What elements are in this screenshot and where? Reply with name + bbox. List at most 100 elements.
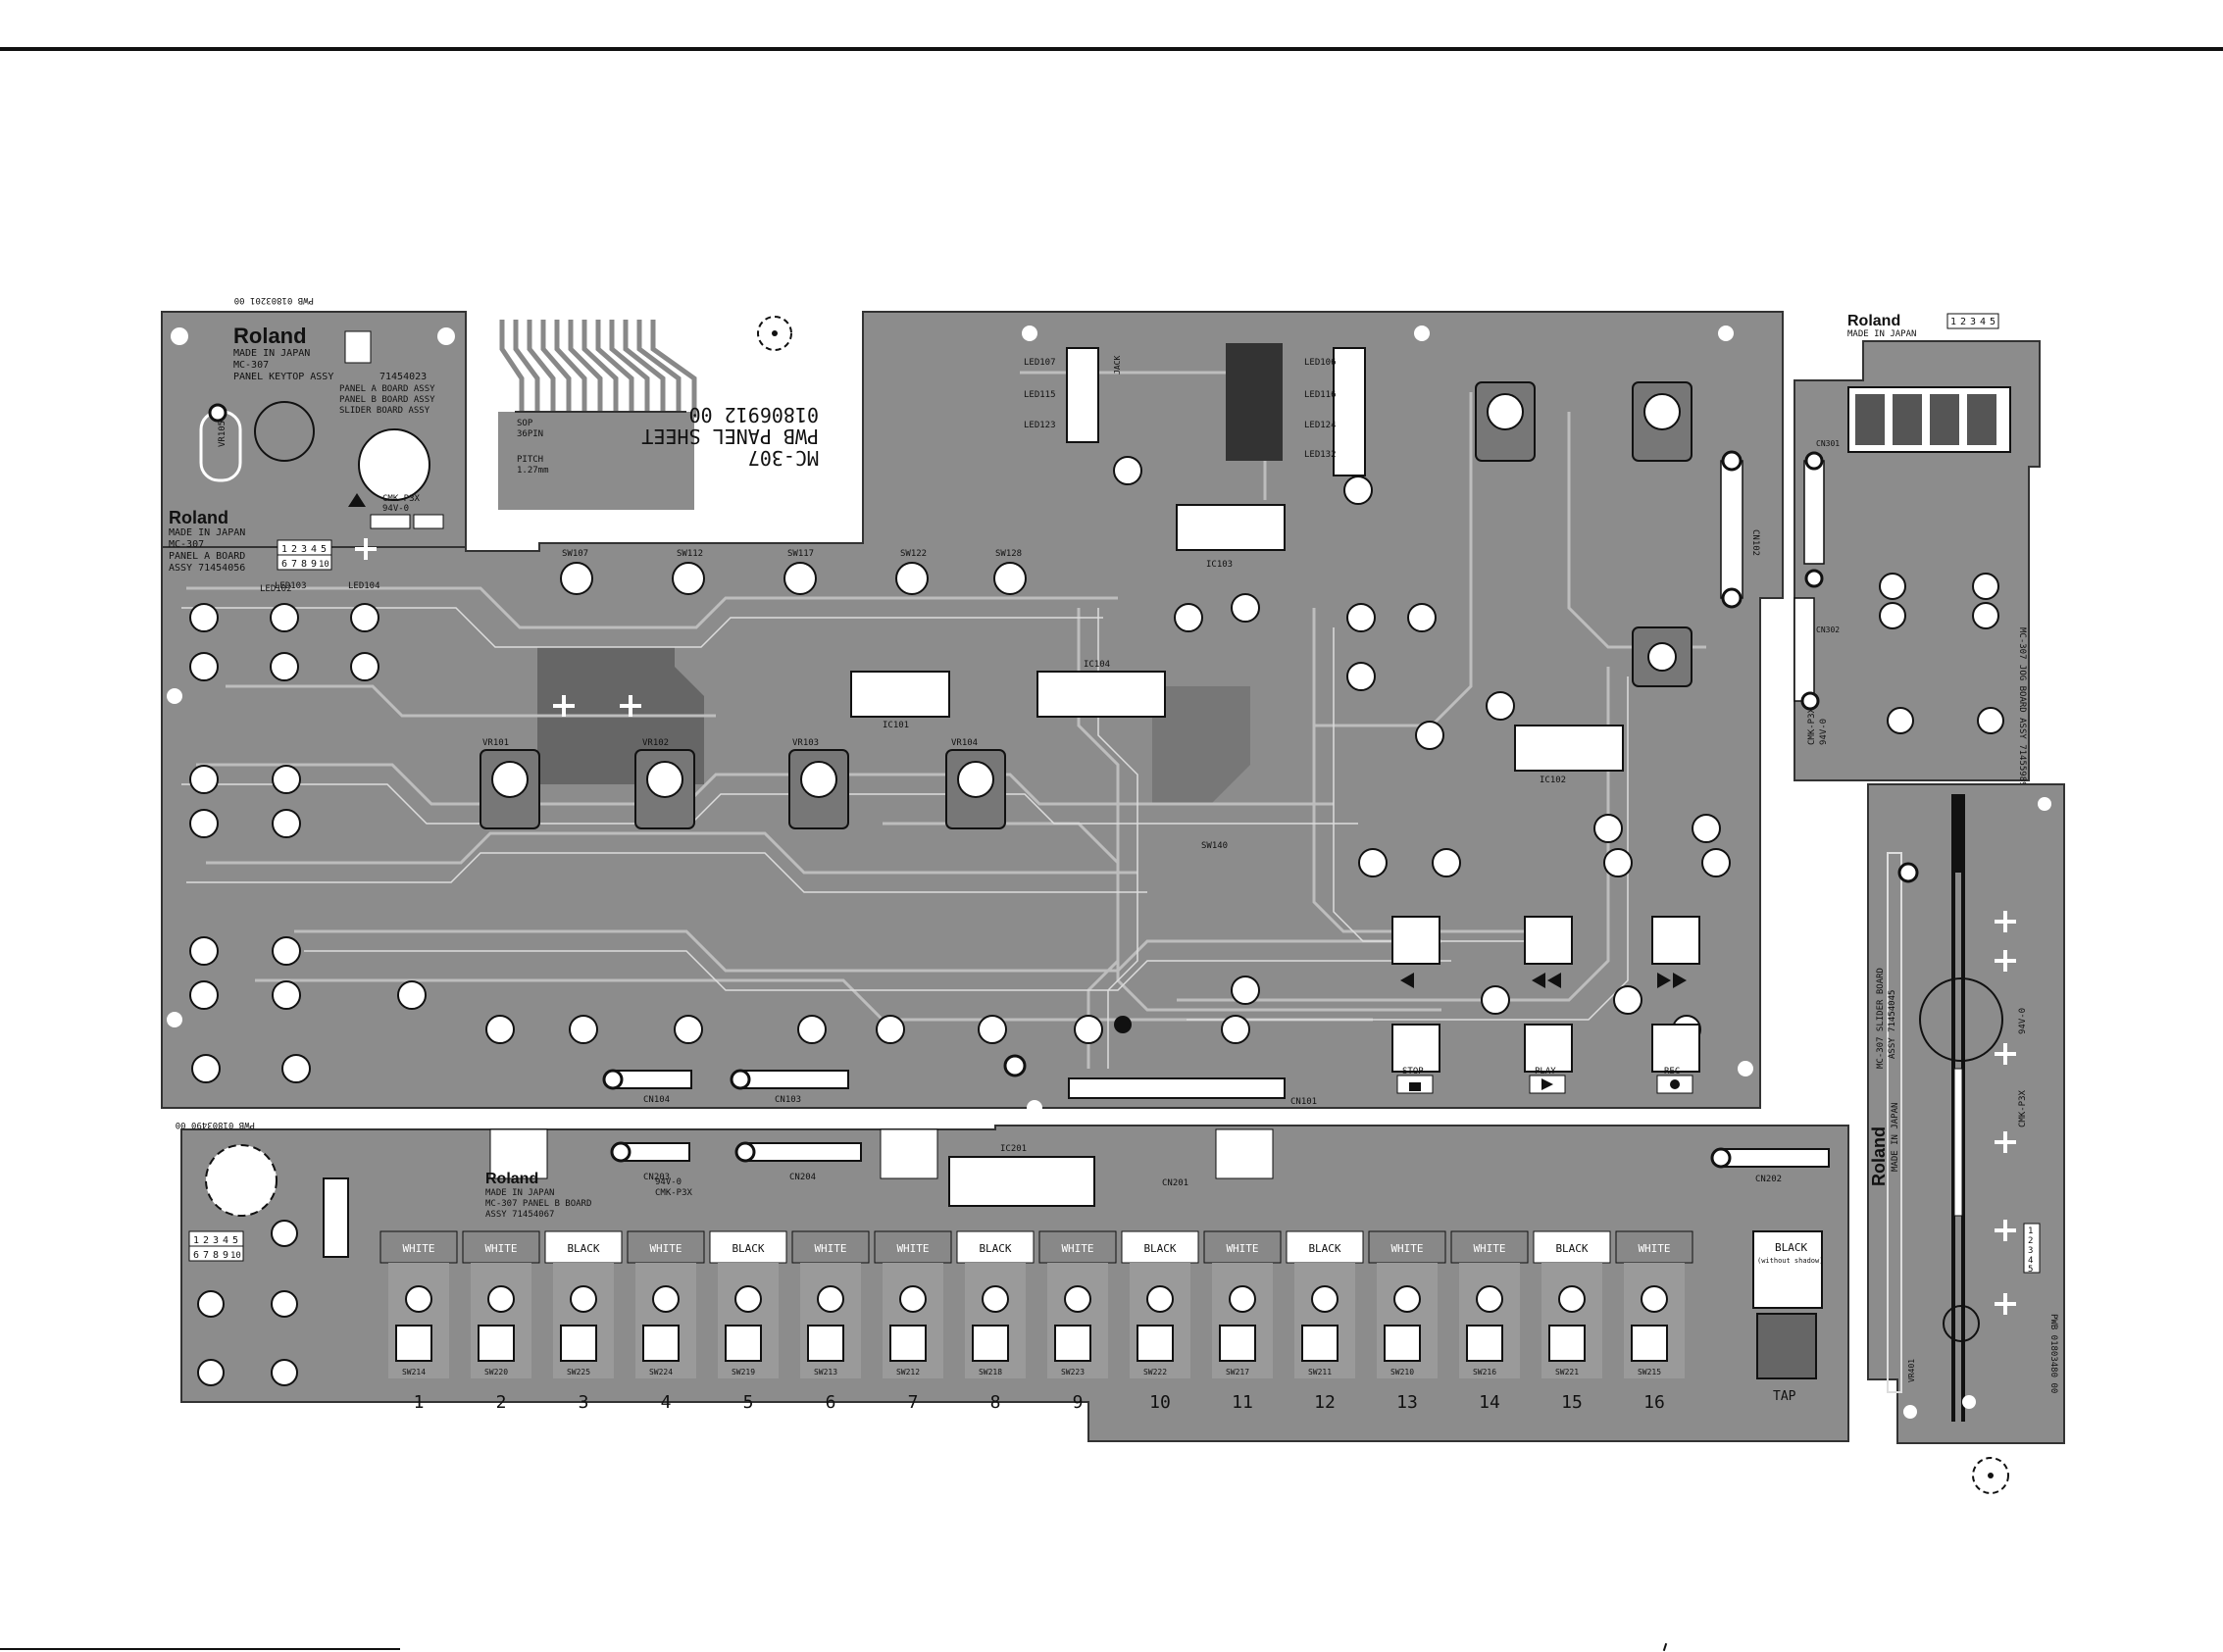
jog-rating: 94V-0 bbox=[1819, 719, 1829, 745]
ic102-label: IC102 bbox=[1540, 776, 1566, 785]
key-number: 1 bbox=[414, 1392, 425, 1413]
panel-b-made-in: MADE IN JAPAN bbox=[485, 1188, 554, 1198]
key-number: 14 bbox=[1479, 1392, 1500, 1413]
top-rule bbox=[0, 47, 2223, 51]
panel-a-brand: Roland bbox=[169, 508, 228, 527]
key-switch bbox=[1384, 1325, 1421, 1362]
led123-label: LED123 bbox=[1024, 421, 1056, 430]
key-color-label: WHITE bbox=[896, 1242, 929, 1255]
slider-brand: Roland bbox=[1869, 1126, 1889, 1186]
panel-a-grid-4: 4 bbox=[311, 544, 317, 555]
slider-assy: ASSY 71454045 bbox=[1888, 990, 1897, 1059]
key-color-box bbox=[1286, 1230, 1364, 1264]
key-color-label: BLACK bbox=[1143, 1242, 1176, 1255]
key-color-label: BLACK bbox=[567, 1242, 599, 1255]
key-color-box bbox=[1038, 1230, 1117, 1264]
sw107-label: SW107 bbox=[562, 549, 588, 559]
key-switch bbox=[1301, 1325, 1339, 1362]
key-led bbox=[734, 1285, 762, 1313]
tap-key-label: BLACK bbox=[1775, 1241, 1807, 1254]
key-color-label: WHITE bbox=[1473, 1242, 1505, 1255]
cn102-label: CN102 bbox=[1750, 529, 1760, 556]
key-led bbox=[1064, 1285, 1091, 1313]
keytop-list-2: PANEL B BOARD ASSY bbox=[339, 395, 435, 405]
key-color-label: WHITE bbox=[649, 1242, 682, 1255]
led102-label: LED102 bbox=[260, 584, 292, 594]
key-number: 11 bbox=[1232, 1392, 1253, 1413]
key-number: 8 bbox=[990, 1392, 1001, 1413]
sheet-pitch: PITCH bbox=[517, 455, 543, 465]
key-color-label: BLACK bbox=[1308, 1242, 1340, 1255]
panel-b-grid-10: 10 bbox=[230, 1251, 241, 1261]
transport-stop: STOP bbox=[1402, 1067, 1424, 1076]
slider-title: MC-307 SLIDER BOARD bbox=[1876, 968, 1886, 1069]
panel-b-grid-6: 6 bbox=[193, 1250, 199, 1261]
key-led bbox=[1641, 1285, 1668, 1313]
jog-made-in: MADE IN JAPAN bbox=[1847, 329, 1916, 339]
cn104-label: CN104 bbox=[643, 1095, 670, 1105]
key-color-box bbox=[874, 1230, 952, 1264]
panel-b-grid-4: 4 bbox=[223, 1235, 228, 1246]
key-switch bbox=[560, 1325, 597, 1362]
sw140-label: SW140 bbox=[1201, 841, 1228, 851]
key-led bbox=[817, 1285, 844, 1313]
slider-made-in: MADE IN JAPAN bbox=[1891, 1103, 1900, 1172]
led103-label: LED103 bbox=[275, 581, 307, 591]
key-led bbox=[405, 1285, 432, 1313]
key-switch bbox=[478, 1325, 515, 1362]
sw128-label: SW128 bbox=[995, 549, 1022, 559]
sw117-label: SW117 bbox=[787, 549, 814, 559]
panel-a-grid-2: 2 bbox=[291, 544, 297, 555]
panel-b-rating: 94V-0 bbox=[655, 1177, 682, 1187]
key-number: 7 bbox=[908, 1392, 919, 1413]
key-switch-label: SW210 bbox=[1390, 1368, 1414, 1377]
cn203-label: CN203 bbox=[643, 1173, 670, 1182]
key-number: 4 bbox=[661, 1392, 672, 1413]
key-switch-label: SW225 bbox=[567, 1368, 590, 1377]
key-switch bbox=[1631, 1325, 1668, 1362]
panel-b-pwb-code: PWB 01803490 00 bbox=[176, 1120, 255, 1129]
slider-board: Roland MADE IN JAPAN MC-307 SLIDER BOARD… bbox=[1867, 783, 2065, 1494]
panel-b-grid-8: 8 bbox=[213, 1250, 219, 1261]
key-led bbox=[487, 1285, 515, 1313]
key-switch bbox=[889, 1325, 927, 1362]
panel-a-material: CMK-P3X bbox=[382, 494, 421, 504]
key-switch bbox=[725, 1325, 762, 1362]
panel-a-grid-6: 6 bbox=[281, 559, 287, 570]
key-color-box bbox=[956, 1230, 1035, 1264]
jog-number-grid: 1 2 3 4 5 bbox=[1946, 313, 1999, 329]
jog-cn302: CN302 bbox=[1816, 626, 1840, 634]
key-color-box bbox=[627, 1230, 705, 1264]
key-number: 15 bbox=[1561, 1392, 1583, 1413]
key-led bbox=[899, 1285, 927, 1313]
tap-label: TAP bbox=[1773, 1389, 1796, 1404]
panel-b-grid-2: 2 bbox=[203, 1235, 209, 1246]
key-color-label: BLACK bbox=[1555, 1242, 1588, 1255]
panel-a-grid-10: 10 bbox=[319, 560, 329, 570]
panel-a-grid-1: 1 bbox=[281, 544, 287, 555]
key-switch-label: SW219 bbox=[732, 1368, 755, 1377]
panel-b-grid-5: 5 bbox=[232, 1235, 238, 1246]
panel-sheet-area: SOP 36PIN PITCH 1.27mm MC-307 PWB PANEL … bbox=[498, 314, 819, 510]
key-switch bbox=[1548, 1325, 1586, 1362]
panel-a-grid-8: 8 bbox=[301, 559, 307, 570]
vr104-label: VR104 bbox=[951, 738, 978, 748]
key-number: 10 bbox=[1149, 1392, 1171, 1413]
led104-label: LED104 bbox=[348, 581, 380, 591]
key-number: 16 bbox=[1643, 1392, 1665, 1413]
panel-b-material: CMK-P3X bbox=[655, 1188, 693, 1198]
key-switch-label: SW217 bbox=[1226, 1368, 1249, 1377]
key-switch-label: SW214 bbox=[402, 1368, 426, 1377]
key-switch bbox=[1466, 1325, 1503, 1362]
key-switch-label: SW221 bbox=[1555, 1368, 1579, 1377]
key-row: WHITESW2141WHITESW2202BLACKSW2253WHITESW… bbox=[379, 1230, 1693, 1413]
panel-a-made-in: MADE IN JAPAN bbox=[169, 527, 245, 538]
key-color-box bbox=[1368, 1230, 1446, 1264]
slider-rating: 94V-0 bbox=[2018, 1008, 2028, 1034]
key-number: 12 bbox=[1314, 1392, 1336, 1413]
